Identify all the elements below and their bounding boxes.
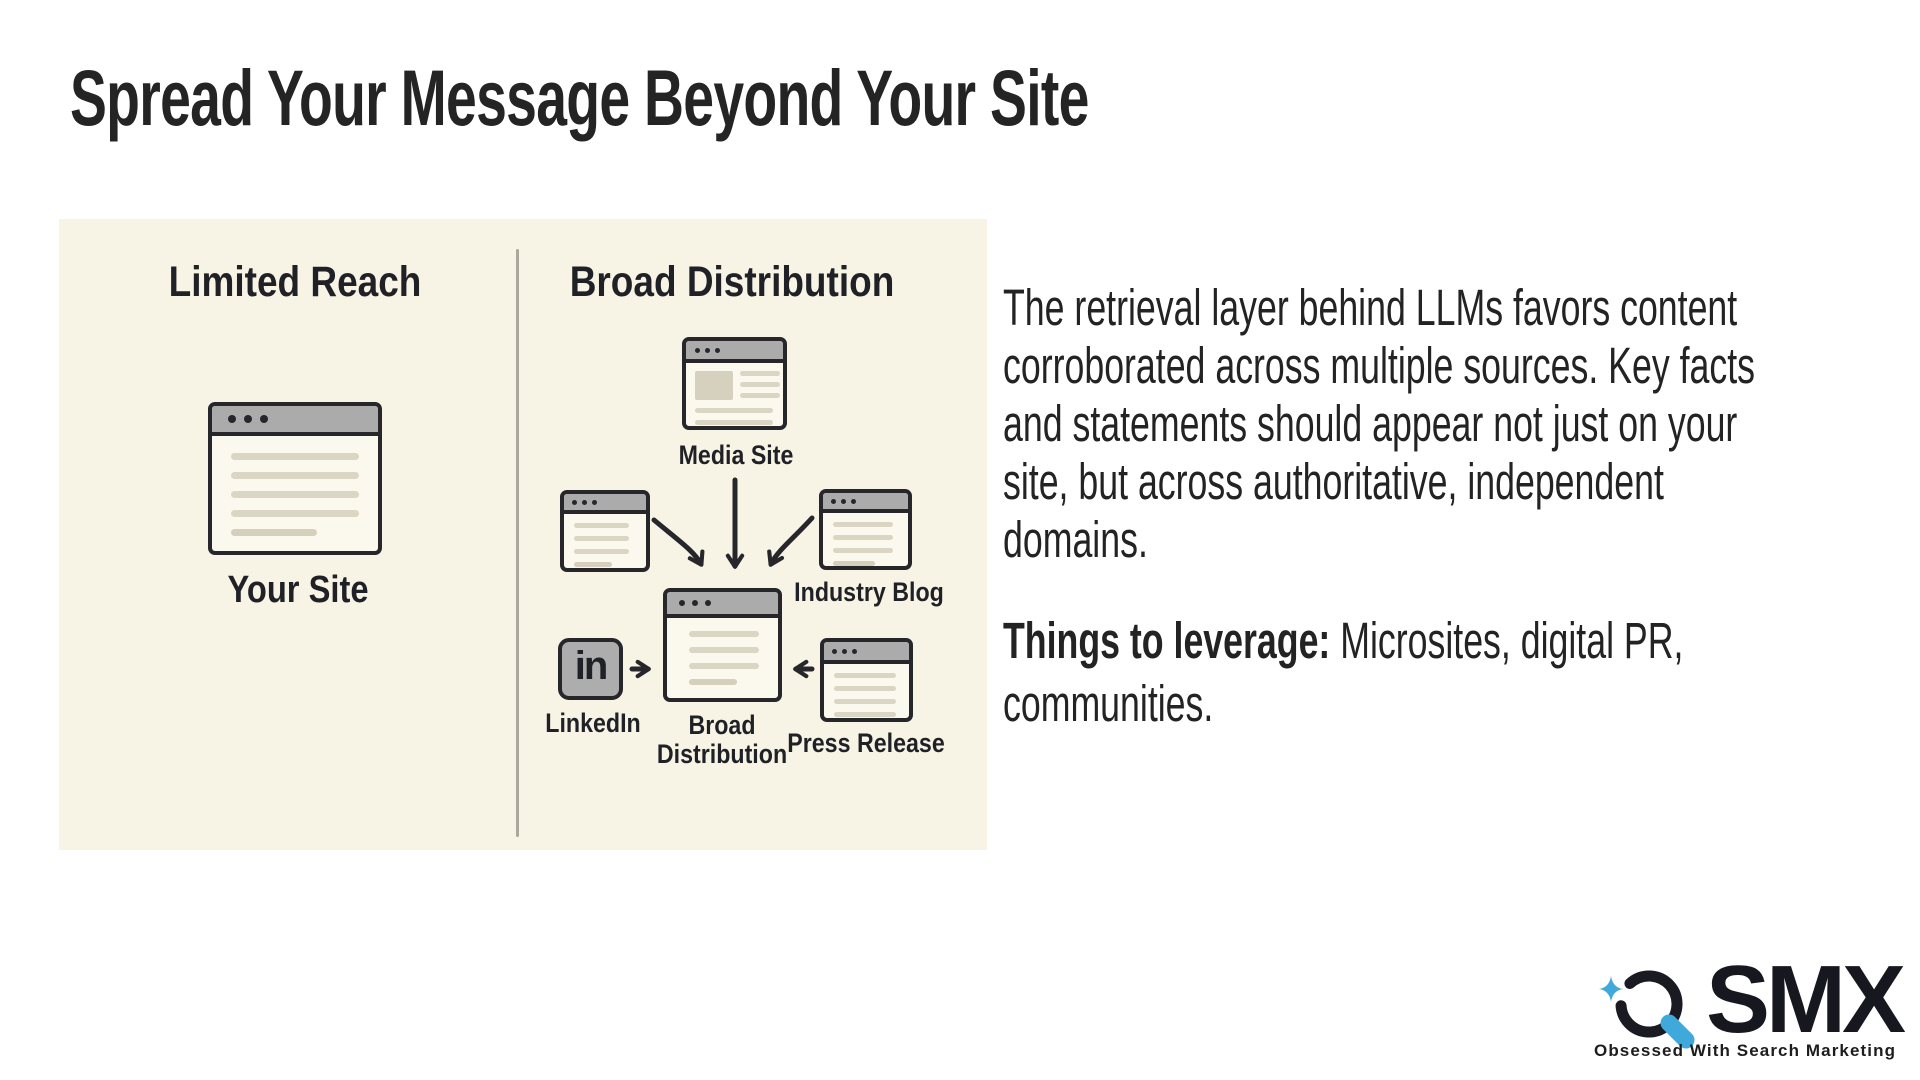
press-release-label: Press Release [787,728,945,758]
broad-distribution-browser-icon [663,588,782,702]
page-title: Spread Your Message Beyond Your Site [70,53,1089,142]
image-placeholder [695,371,733,400]
browser-titlebar [824,642,909,664]
body-paragraph: The retrieval layer behind LLMs favors c… [1003,279,1755,569]
broad-label-line1: Broad [688,710,756,740]
linkedin-label: LinkedIn [545,708,641,738]
browser-titlebar [823,493,908,513]
linkedin-glyph: in [574,644,609,688]
browser-titlebar [212,406,378,436]
leverage-items: Microsites, digital PR, [1330,612,1684,669]
paragraph-line: corroborated across multiple sources. Ke… [1003,337,1756,394]
panel-divider [516,249,519,837]
browser-content [212,436,378,536]
browser-content [667,618,778,685]
leverage-line2: communities. [1003,675,1214,732]
browser-titlebar [667,592,778,618]
paragraph-line: and statements should appear not just on… [1003,395,1738,452]
press-release-browser-icon [820,638,913,722]
browser-content [824,664,909,717]
broad-label-line2: Distribution [656,739,788,769]
industry-blog-label: Industry Blog [794,577,944,607]
smx-magnifier-icon [1599,970,1695,1049]
your-site-browser-icon [208,402,382,555]
leverage-paragraph: Things to leverage: Microsites, digital … [1003,612,1683,733]
smx-logo-text: SMX [1706,946,1906,1053]
limited-reach-heading: Limited Reach [168,258,422,306]
browser-content [823,513,908,566]
paragraph-line: domains. [1003,511,1148,568]
source-site-browser-icon [560,490,650,572]
paragraph-line: site, but across authoritative, independ… [1003,453,1664,510]
linkedin-icon: in [558,638,623,700]
arrow-blog-to-center [767,515,815,567]
leverage-line1: Things to leverage: Microsites, digital … [1003,612,1683,670]
your-site-label: Your Site [227,569,369,611]
browser-titlebar [686,341,783,363]
smx-logo-tagline: Obsessed With Search Marketing [1594,1041,1897,1060]
browser-titlebar [564,494,646,514]
broad-distribution-center-label: Broad Distribution [593,711,851,769]
browser-content [564,514,646,567]
industry-blog-browser-icon [819,489,912,570]
media-site-browser-icon [682,337,787,430]
broad-distribution-heading: Broad Distribution [569,258,895,306]
leverage-label: Things to leverage: [1003,612,1331,669]
arrow-left-to-center [651,517,705,567]
sparkle-icon [1599,976,1623,1002]
media-site-label: Media Site [678,440,794,470]
browser-content [686,363,783,425]
paragraph-line: The retrieval layer behind LLMs favors c… [1003,279,1738,336]
